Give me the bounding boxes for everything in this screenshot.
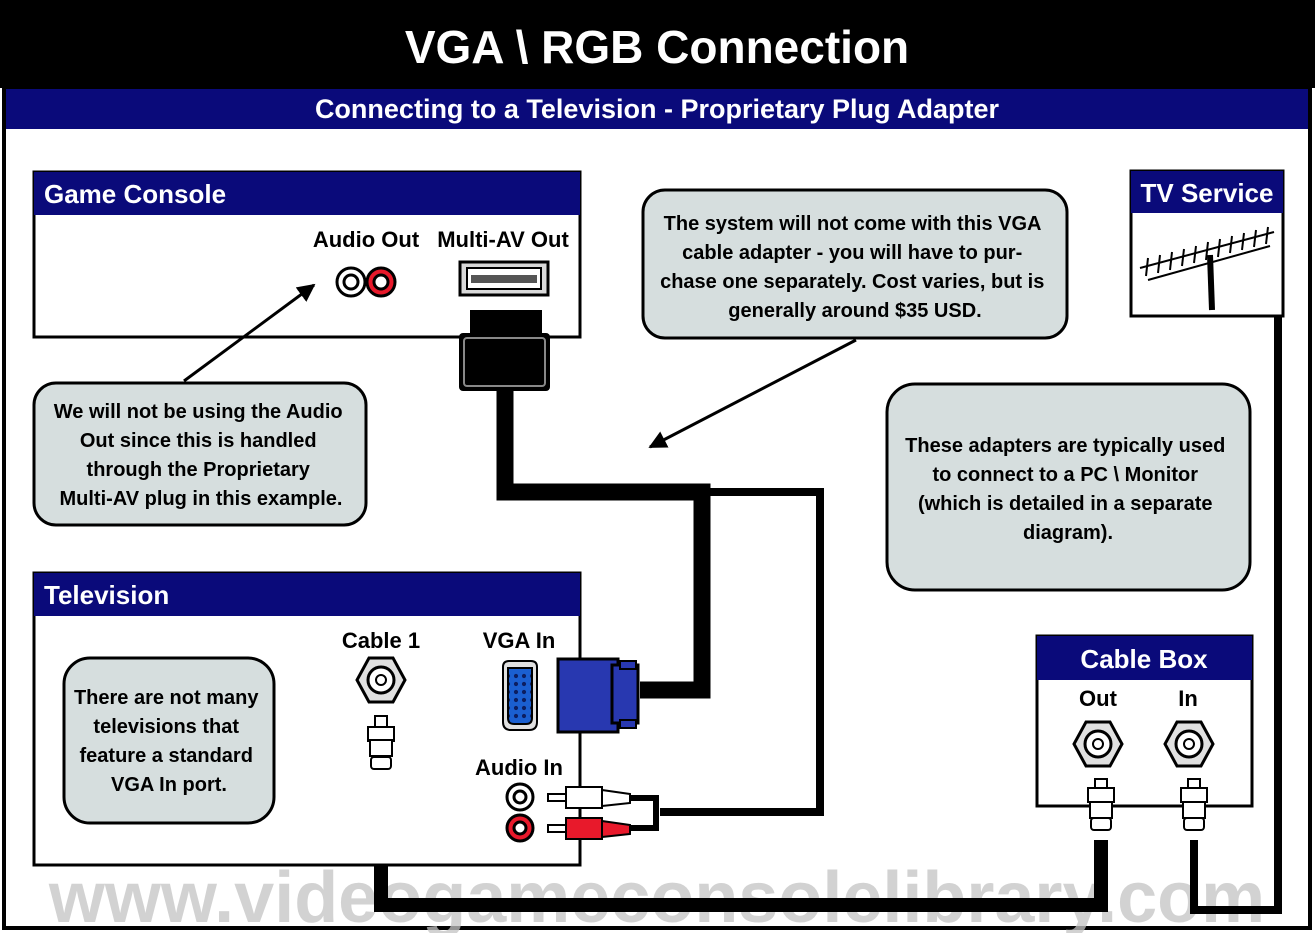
watermark-text: www.videogameconsolelibrary.com [48,858,1265,933]
tv-service-header [1131,171,1283,213]
arrow-adapter-note [648,338,857,449]
tv-service-panel: TV Service [1129,169,1285,318]
note-tv: There are not many televisions that feat… [62,656,276,825]
note-adapter-line: cable adapter - you will have to pur- [682,242,1022,264]
note-audio-line: We will not be using the Audio [54,401,343,423]
note-adapter-line: chase one separately. Cost varies, but i… [660,271,1044,293]
subtitle-band [6,89,1308,129]
coax-connector-box-out [1087,778,1115,831]
arrow-audio-note [183,283,316,383]
coax-connector-box-in [1180,778,1208,831]
game-console-panel: Game Console Audio Out Multi-AV Out [32,170,582,339]
note-adapter-line: generally around $35 USD. [728,300,981,322]
svg-text:We will not be using the Audio: We will not be using the Audio Out since… [54,401,348,510]
cable-box-in-port[interactable] [1163,720,1215,768]
svg-text:These adapters are typically u: These adapters are typically used to con… [905,435,1231,544]
antenna-icon [1139,226,1275,311]
multi-av-cable [496,390,824,816]
note-pc-line: (which is detailed in a separate [918,493,1213,515]
note-tv-line: feature a standard [80,745,253,767]
multi-av-out-label: Multi-AV Out [437,227,569,252]
vga-in-port[interactable] [502,660,538,731]
note-adapter-line: The system will not come with this VGA [664,213,1041,235]
page-title: VGA \ RGB Connection [405,21,909,73]
audio-in-label: Audio In [475,755,563,780]
note-pc-line: diagram). [1023,522,1113,544]
game-console-label: Game Console [44,179,226,209]
coax-connector-tv [367,715,395,770]
note-tv-line: VGA In port. [111,774,227,796]
cable-box-header [1037,636,1252,680]
note-tv-line: televisions that [93,716,239,738]
audio-out-jacks[interactable] [335,266,397,298]
coax-cable-service [1190,316,1282,914]
note-tv-line: There are not many [74,687,259,709]
note-audio-line: Out since this is handled [80,430,317,452]
multi-av-port[interactable] [458,260,550,297]
rca-plug-red [547,817,631,840]
cable-1-label: Cable 1 [342,628,420,653]
note-audio: We will not be using the Audio Out since… [32,381,368,527]
page-subtitle: Connecting to a Television - Proprietary… [315,94,1000,124]
cable-box-panel: Cable Box Out In [1035,634,1254,808]
television-label: Television [44,580,169,610]
rca-splitter [628,795,659,831]
game-console-header [34,172,580,215]
note-audio-line: Multi-AV plug in this example. [60,488,343,510]
cable-1-port[interactable] [355,656,407,704]
note-pc: These adapters are typically used to con… [885,382,1252,592]
note-adapter: The system will not come with this VGA c… [641,188,1069,340]
note-audio-line: through the Proprietary [87,459,311,481]
rca-plug-white [547,786,631,809]
header-bar [0,0,1315,88]
audio-in-jacks[interactable] [505,782,535,843]
vga-plug [556,657,640,734]
multi-av-plug [459,310,550,391]
audio-out-label: Audio Out [313,227,420,252]
note-pc-line: to connect to a PC \ Monitor [932,464,1198,486]
cable-box-out-label: Out [1079,686,1118,711]
svg-text:There are not many telev: There are not many televisions that feat… [74,687,264,796]
tv-service-label: TV Service [1141,178,1274,208]
svg-text:The system will not come with: The system will not come with this VGA c… [660,213,1050,322]
cable-box-out-port[interactable] [1072,720,1124,768]
cable-box-label: Cable Box [1080,644,1208,674]
note-pc-line: These adapters are typically used [905,435,1225,457]
cable-box-in-label: In [1178,686,1198,711]
vga-in-label: VGA In [483,628,556,653]
television-header [34,573,580,616]
